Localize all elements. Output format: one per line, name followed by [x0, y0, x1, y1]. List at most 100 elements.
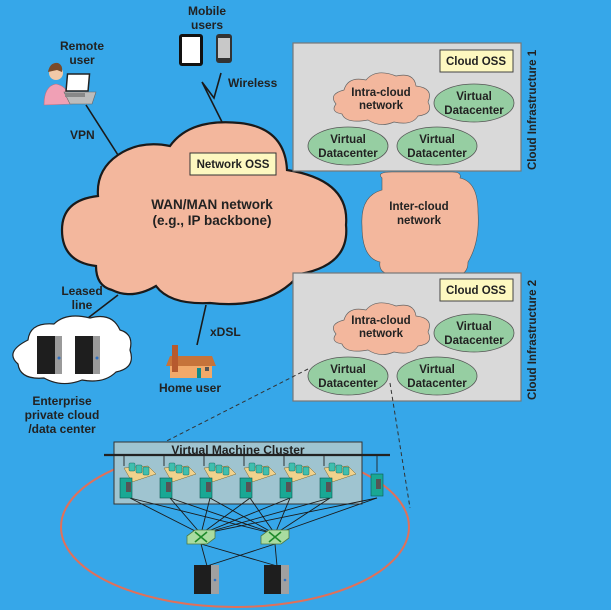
- network-switch-icon: [186, 529, 216, 545]
- mobile-users-label-2: users: [191, 18, 223, 32]
- network-oss-label: Network OSS: [197, 159, 270, 171]
- enterprise-label-1: Enterprise: [32, 394, 92, 408]
- vpn-label: VPN: [70, 128, 95, 142]
- remote-user-label-1: Remote: [60, 39, 104, 53]
- svg-text:Virtual: Virtual: [419, 364, 455, 376]
- cloud-infrastructure-2-title: Cloud Infrastructure 2: [527, 280, 539, 400]
- cloud-infrastructure-2: Cloud OSS Intra-cloud network Virtual Da…: [292, 272, 539, 402]
- leased-line-label-1: Leased: [61, 284, 102, 298]
- cloud-infrastructure-1-title: Cloud Infrastructure 1: [527, 49, 539, 170]
- cloud-oss-box-2: Cloud OSS: [439, 278, 514, 302]
- vm-icon: [168, 462, 176, 472]
- virtual-datacenter: Virtual Datacenter: [433, 83, 515, 123]
- cloud-infrastructure-1: Cloud OSS Intra-cloud network Virtual Da…: [292, 42, 539, 172]
- vm-host-icon: [279, 462, 317, 499]
- intra-cloud-label-1a: Intra-cloud: [351, 87, 410, 99]
- virtual-datacenter: Virtual Datacenter: [396, 356, 478, 396]
- xdsl-label: xDSL: [210, 325, 241, 339]
- intra-cloud-label-1b: network: [359, 100, 404, 112]
- intra-cloud-network-2: Intra-cloud network: [333, 302, 430, 355]
- network-oss-box: Network OSS: [189, 152, 277, 176]
- cloud-oss-box-1: Cloud OSS: [439, 49, 514, 73]
- remote-user-group: Remote user: [43, 39, 104, 106]
- intra-cloud-network-1: Intra-cloud network: [333, 72, 430, 125]
- vm-icon: [248, 462, 256, 472]
- enterprise-private-cloud: Leased line Enterprise private cloud /da…: [12, 284, 132, 436]
- intra-cloud-label-2a: Intra-cloud: [351, 315, 410, 327]
- svg-text:Datacenter: Datacenter: [407, 378, 467, 390]
- remote-user-label-2: user: [69, 53, 95, 67]
- virtual-datacenter-expanded: Virtual Datacenter: [307, 356, 389, 396]
- leased-line-label-2: line: [72, 298, 93, 312]
- svg-text:Virtual: Virtual: [419, 134, 455, 146]
- vm-icon: [215, 464, 223, 474]
- cluster-wiring: [123, 455, 378, 567]
- vpn-link: [85, 104, 119, 156]
- leased-line-link: [87, 294, 119, 319]
- mobile-users-group: Mobile users Wireless: [179, 4, 278, 90]
- vm-icon: [335, 464, 343, 474]
- zoom-indicator-lines: [144, 368, 411, 509]
- server-tower-icon: [37, 336, 62, 374]
- svg-text:Datacenter: Datacenter: [444, 105, 504, 117]
- mobile-users-label-1: Mobile: [188, 4, 226, 18]
- wan-man-network: Network OSS WAN/MAN network (e.g., IP ba…: [60, 121, 348, 306]
- cluster-switches: [186, 529, 290, 545]
- network-switch-icon: [260, 529, 290, 545]
- server-icon: [370, 473, 384, 497]
- home-user-label: Home user: [159, 381, 221, 395]
- virtual-datacenter: Virtual Datacenter: [396, 126, 478, 166]
- vm-icon: [175, 464, 183, 474]
- cloud-oss-label-2: Cloud OSS: [446, 285, 506, 297]
- cluster-hosts: [119, 462, 384, 499]
- svg-text:Virtual: Virtual: [456, 91, 492, 103]
- cluster-storage: [194, 565, 289, 594]
- vm-icon: [288, 462, 296, 472]
- vm-icon: [222, 466, 230, 476]
- inter-cloud-network: Inter-cloud network: [361, 171, 479, 276]
- inter-cloud-label-1: Inter-cloud: [389, 201, 448, 213]
- inter-cloud-label-2: network: [397, 215, 442, 227]
- connection-lines: [85, 72, 223, 346]
- svg-text:Virtual: Virtual: [330, 364, 366, 376]
- home-user-group: xDSL Home user: [159, 325, 241, 395]
- house-icon: [166, 345, 216, 378]
- remote-user-icon: [43, 62, 97, 106]
- svg-text:Datacenter: Datacenter: [444, 335, 504, 347]
- xdsl-link: [196, 304, 207, 346]
- server-tower-icon: [75, 336, 100, 374]
- storage-server-icon: [264, 565, 289, 594]
- vm-host-icon: [159, 462, 197, 499]
- vm-icon: [262, 466, 270, 476]
- svg-text:Virtual: Virtual: [456, 321, 492, 333]
- smartphone-icon: [216, 34, 232, 63]
- vm-host-icon: [239, 462, 277, 499]
- wan-label-1: WAN/MAN network: [151, 197, 273, 212]
- svg-text:Datacenter: Datacenter: [318, 378, 378, 390]
- storage-server-icon: [194, 565, 219, 594]
- virtual-datacenter: Virtual Datacenter: [307, 126, 389, 166]
- intra-cloud-label-2b: network: [359, 328, 404, 340]
- virtual-datacenter: Virtual Datacenter: [433, 313, 515, 353]
- vm-host-icon: [319, 462, 357, 499]
- cloud-oss-label-1: Cloud OSS: [446, 56, 506, 68]
- svg-text:Datacenter: Datacenter: [318, 148, 378, 160]
- enterprise-label-2: private cloud: [25, 408, 100, 422]
- wireless-label: Wireless: [228, 76, 278, 90]
- vm-host-icon: [119, 462, 157, 499]
- virtual-machine-cluster: Virtual Machine Cluster: [60, 441, 410, 608]
- vm-host-icon: [199, 462, 237, 499]
- vm-icon: [255, 464, 263, 474]
- vm-icon: [295, 464, 303, 474]
- svg-text:Virtual: Virtual: [330, 134, 366, 146]
- vm-icon: [182, 466, 190, 476]
- tablet-icon: [179, 34, 203, 66]
- vm-icon: [302, 466, 310, 476]
- svg-text:Datacenter: Datacenter: [407, 148, 467, 160]
- vm-icon: [208, 462, 216, 472]
- vm-icon: [142, 466, 150, 476]
- cluster-title: Virtual Machine Cluster: [171, 443, 304, 457]
- vm-icon: [328, 462, 336, 472]
- vm-icon: [135, 464, 143, 474]
